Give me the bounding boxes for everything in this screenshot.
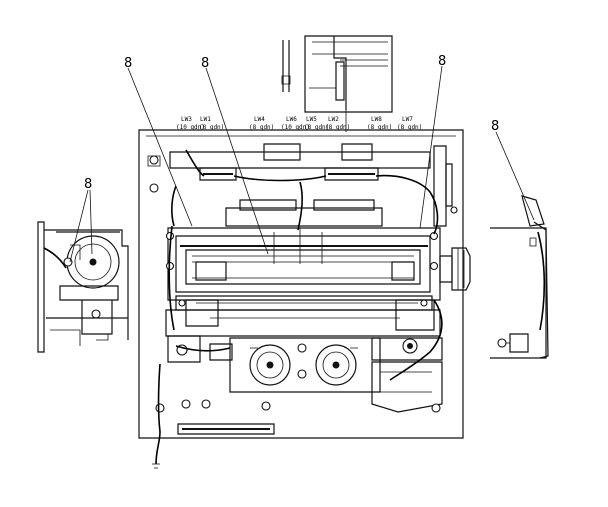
- wire-label-title: LW4: [254, 116, 265, 123]
- wire-label-title: LW3: [181, 116, 192, 123]
- wire-label-title: LW8: [371, 116, 382, 123]
- wire-label-title: LW5: [306, 116, 317, 123]
- right-side-detail: [490, 195, 549, 359]
- wire-label-title: LW7: [402, 116, 413, 123]
- wire-label-title: LW2: [328, 116, 339, 123]
- callout-8-top-right: 8: [438, 54, 446, 69]
- main-chassis: [138, 129, 471, 469]
- wire-label-spec: (8 gdn): [199, 124, 224, 131]
- wire-label-spec: (8 gdn): [325, 124, 350, 131]
- wire-label-spec: (8 gdn): [304, 124, 329, 131]
- wire-label-title: LW1: [200, 116, 211, 123]
- wire-label-spec: (10 gdn): [176, 124, 205, 131]
- callout-8-top-left: 8: [124, 56, 132, 71]
- wire-labels: LW3 (10 gdn) LW1 (8 gdn) LW4 (8 gdn) LW6…: [176, 116, 422, 131]
- top-detail-inset: [281, 35, 393, 132]
- callout-8-right-detail: 8: [491, 119, 499, 134]
- callout-leaders: [69, 65, 535, 263]
- callout-8-left-detail: 8: [84, 177, 92, 192]
- left-side-detail: [37, 221, 129, 353]
- wire-label-spec: (8 gdn): [249, 124, 274, 131]
- callout-numbers: 8 8 8 8 8: [84, 54, 499, 192]
- wire-label-title: LW6: [286, 116, 297, 123]
- wire-label-spec: (8 gdn): [367, 124, 392, 131]
- callout-8-top-center: 8: [201, 56, 209, 71]
- wire-label-spec: (8 gdn): [397, 124, 422, 131]
- wire-label-spec: (10 gdn): [281, 124, 310, 131]
